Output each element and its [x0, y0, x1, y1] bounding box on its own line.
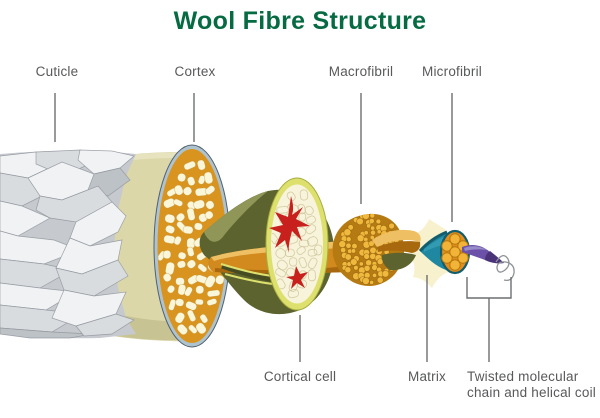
- label-matrix: Matrix: [408, 369, 446, 384]
- nuclear-remnant-small: [286, 266, 308, 289]
- peeled-lamella: [372, 229, 421, 271]
- macrofibril-cluster: [332, 213, 405, 286]
- label-cortical-cell: Cortical cell: [263, 369, 337, 384]
- cortical-cell-pattern: [271, 189, 323, 299]
- nuclear-remnant-large: [269, 196, 310, 253]
- cuticle-scales: [0, 149, 136, 339]
- label-cortex: Cortex: [174, 64, 216, 79]
- page-title: Wool Fibre Structure: [173, 7, 427, 35]
- label-cuticle: Cuticle: [35, 64, 79, 79]
- helical-coil: [495, 255, 515, 281]
- microfibril-disc: [439, 229, 471, 275]
- label-twisted-molecular-chain: Twisted molecular chain and helical coil: [467, 369, 596, 400]
- label-macrofibril: Macrofibril: [328, 64, 394, 79]
- leader-bracket-twisted: [466, 277, 512, 362]
- molecular-chain: [462, 244, 504, 264]
- cortical-cell-cross-section: [265, 177, 329, 311]
- label-microfibril: Microfibril: [422, 64, 482, 79]
